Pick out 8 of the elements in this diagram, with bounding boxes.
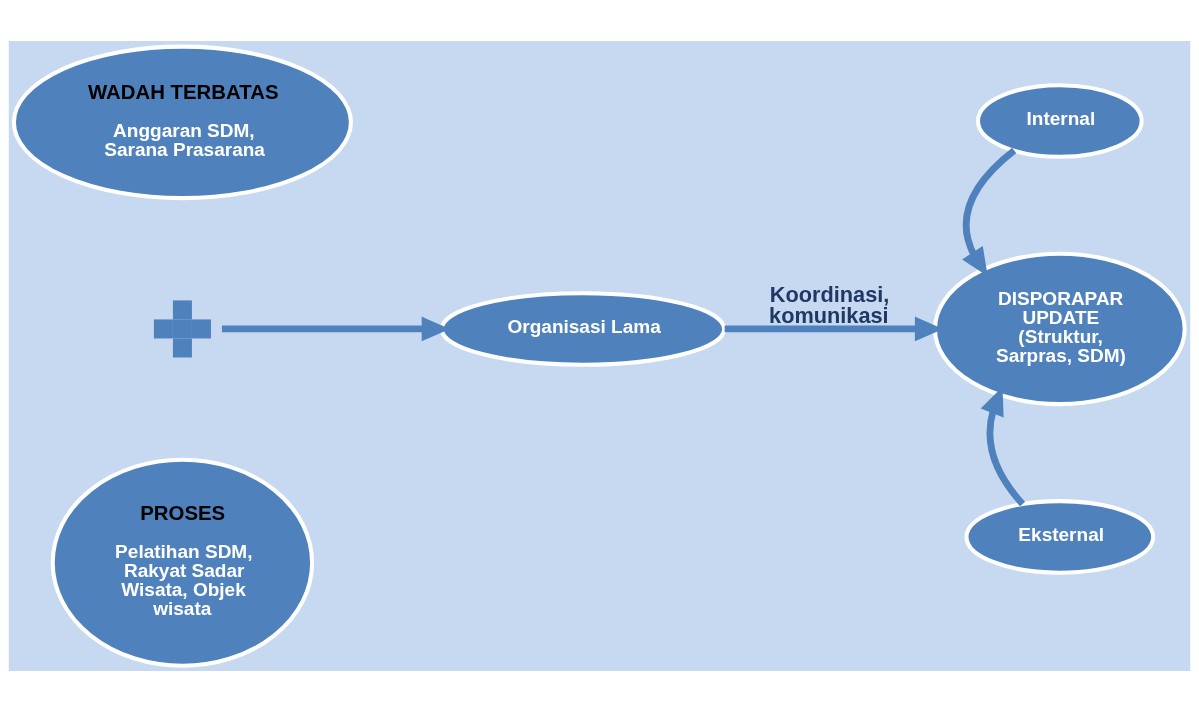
node-ellipse: Organisasi Lama xyxy=(439,290,727,367)
node-ellipse: PROSES Pelatihan SDM, Rakyat Sadar Wisata, Objek wisata xyxy=(50,457,315,668)
arrow xyxy=(962,147,1017,276)
node-ellipse: WADAH TERBATAS Anggaran SDM, Sarana Prasarana xyxy=(11,44,353,200)
node-ellipse: Eksternal xyxy=(964,498,1156,575)
node-ellipse: Internal xyxy=(975,82,1144,159)
node-ellipse: DISPORAPAR UPDATE (Struktur, Sarpras, SDM) xyxy=(932,251,1187,406)
edge-label: Koordinasi, komunikasi xyxy=(769,281,890,328)
